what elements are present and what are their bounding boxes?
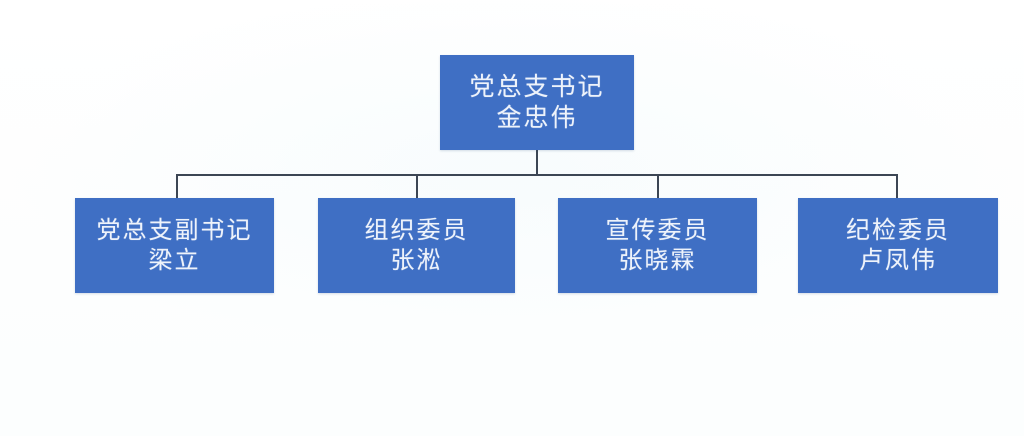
org-node-title: 纪检委员 — [846, 217, 950, 245]
org-node-person: 金忠伟 — [496, 103, 578, 132]
org-node-child-2: 宣传委员 张晓霖 — [558, 198, 757, 293]
org-node-person: 张淞 — [390, 246, 443, 274]
org-node-child-0: 党总支副书记 梁立 — [75, 198, 274, 293]
org-node-title: 党总支副书记 — [96, 217, 253, 245]
org-node-title: 宣传委员 — [605, 217, 710, 245]
org-node-person: 梁立 — [148, 246, 201, 274]
org-node-title: 党总支书记 — [469, 73, 605, 101]
connector-drop-child-0 — [176, 174, 178, 198]
connector-drop-child-3 — [896, 174, 898, 198]
org-node-root: 党总支书记 金忠伟 — [440, 55, 634, 150]
org-node-person: 卢凤伟 — [859, 246, 937, 274]
connector-horizontal-bus — [176, 174, 898, 176]
connector-root-stem — [536, 150, 538, 176]
org-node-child-1: 组织委员 张淞 — [318, 198, 515, 293]
connector-drop-child-2 — [657, 174, 659, 198]
org-node-child-3: 纪检委员 卢凤伟 — [798, 198, 998, 293]
org-node-title: 组织委员 — [364, 217, 469, 245]
org-node-person: 张晓霖 — [618, 246, 697, 274]
connector-drop-child-1 — [416, 174, 418, 198]
